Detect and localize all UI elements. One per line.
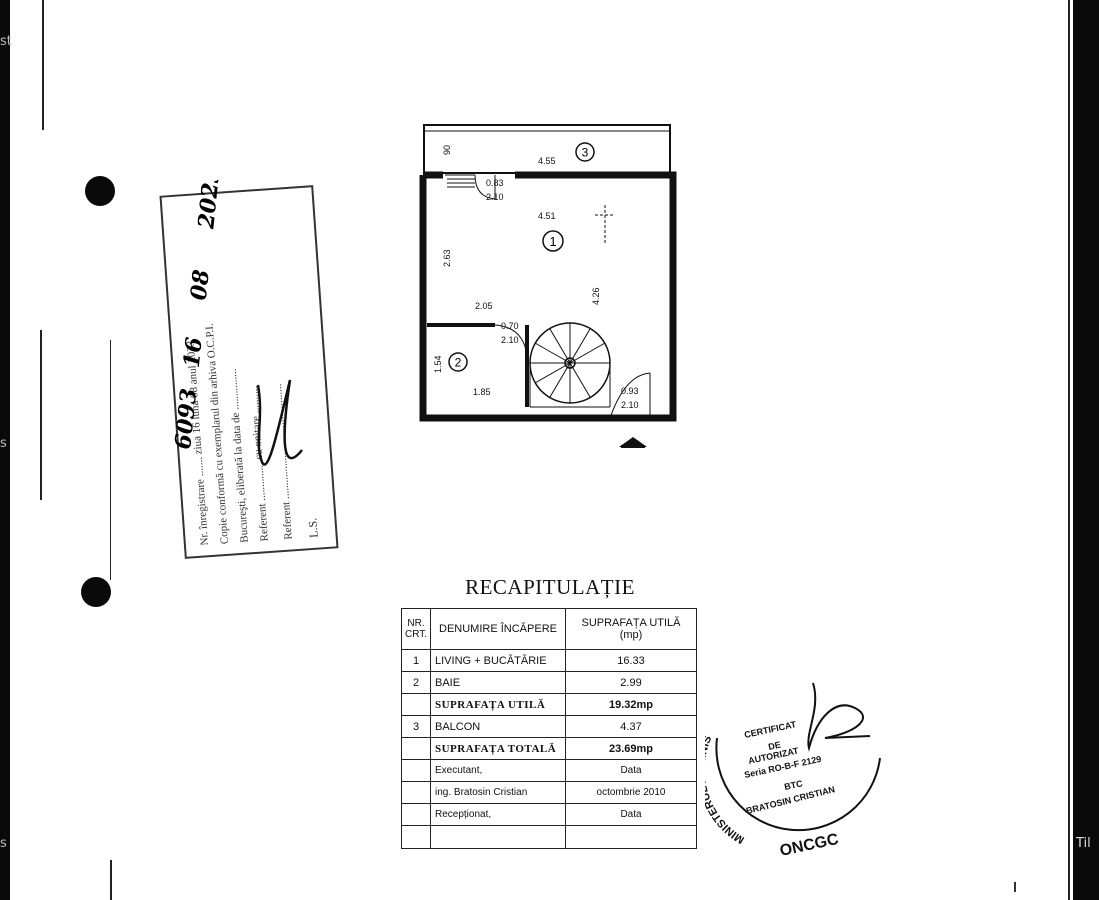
dim-label: 2.10 (486, 192, 504, 202)
entry-arrow-icon (619, 437, 647, 447)
dim-label: 2.63 (442, 249, 452, 267)
dim-label: 4.26 (591, 287, 601, 305)
handwriting: 6093 16 08 2023 (170, 180, 303, 466)
header-area: SUPRAFAȚA UTILĂ (mp) (565, 608, 697, 650)
punch-hole (81, 577, 111, 607)
handwritten-number: 6093 (170, 387, 202, 451)
certification-stamp: Nr. înregistrare ....... ziua 16 luna 08… (150, 180, 339, 560)
table-header-row: NR. CRT. DENUMIRE ÎNCĂPERE SUPRAFAȚA UTI… (401, 608, 697, 650)
svg-text:DE: DE (767, 740, 781, 752)
dim-label: 2.10 (621, 400, 639, 410)
signature-row: Recepționat, Data (401, 803, 697, 826)
dim-label: 4.55 (538, 156, 556, 166)
signature (256, 379, 303, 466)
handwritten-year: 2023 (193, 180, 225, 231)
subtotal-row: SUPRAFAȚA UTILĂ 19.32mp (401, 693, 697, 716)
seal-signature (807, 682, 871, 752)
svg-text:2: 2 (455, 356, 462, 370)
table-row: 1 LIVING + BUCĂTĂRIE 16.33 (401, 649, 697, 672)
room-marker: 1 (542, 230, 564, 252)
svg-text:BTC: BTC (783, 778, 804, 792)
dim-label: 4.51 (538, 211, 556, 221)
dim-label: 2.05 (475, 301, 493, 311)
recap-table: NR. CRT. DENUMIRE ÎNCĂPERE SUPRAFAȚA UTI… (401, 608, 697, 849)
margin-line (42, 0, 44, 130)
signature-row (401, 825, 697, 849)
total-row: SUPRAFAȚA TOTALĂ 23.69mp (401, 737, 697, 760)
svg-text:CERTIFICAT: CERTIFICAT (743, 719, 797, 740)
spiral-staircase (529, 322, 611, 408)
seal-bottom: ONCGC (778, 831, 840, 858)
dim-label: 90 (442, 145, 452, 155)
exterior-wall (419, 171, 677, 422)
room-marker: 2 (448, 352, 468, 372)
table-row: 3 BALCON 4.37 (401, 715, 697, 738)
signature-row: ing. Bratosin Cristian octombrie 2010 (401, 781, 697, 804)
edge-text: Til (1076, 836, 1091, 851)
dim-label: 2.10 (501, 335, 519, 345)
scan-left-border (0, 0, 10, 900)
scan-mark (1014, 882, 1016, 892)
room-marker: 3 (575, 142, 595, 162)
svg-text:3: 3 (582, 146, 589, 160)
edge-text: s (0, 436, 7, 451)
recap-title: RECAPITULAȚIE (465, 575, 635, 599)
margin-line (110, 860, 112, 900)
margin-line (110, 340, 111, 580)
page-edge-line (1068, 0, 1070, 900)
handwritten-day: 16 (179, 336, 208, 369)
signature-row: Executant, Data (401, 759, 697, 782)
header-nr: NR. CRT. (401, 608, 431, 650)
dim-label: 0.83 (486, 178, 504, 188)
dim-label: 1.85 (473, 387, 491, 397)
scan-right-border (1073, 0, 1099, 900)
edge-text: s (0, 836, 7, 851)
floor-plan: 3 1 2 90 4.55 0.83 2.10 4.51 2.63 4.26 2… (419, 124, 677, 448)
table-row: 2 BAIE 2.99 (401, 671, 697, 694)
dim-label: 1.54 (433, 355, 443, 373)
svg-text:1: 1 (549, 234, 556, 249)
stamp-line: L.S. (305, 517, 320, 538)
margin-line (40, 330, 42, 500)
dim-label: 0.93 (621, 386, 639, 396)
edge-text: st (0, 34, 12, 49)
seal-outer-left: MINISTERUL ADMINIS (705, 734, 747, 846)
handwritten-month: 08 (186, 268, 215, 301)
header-name: DENUMIRE ÎNCĂPERE (430, 608, 566, 650)
authorization-seal: MINISTERUL ADMINIS CERTIFICAT DE AUTORIZ… (705, 682, 881, 858)
punch-hole (85, 176, 115, 206)
dim-label: 0.70 (501, 321, 519, 331)
